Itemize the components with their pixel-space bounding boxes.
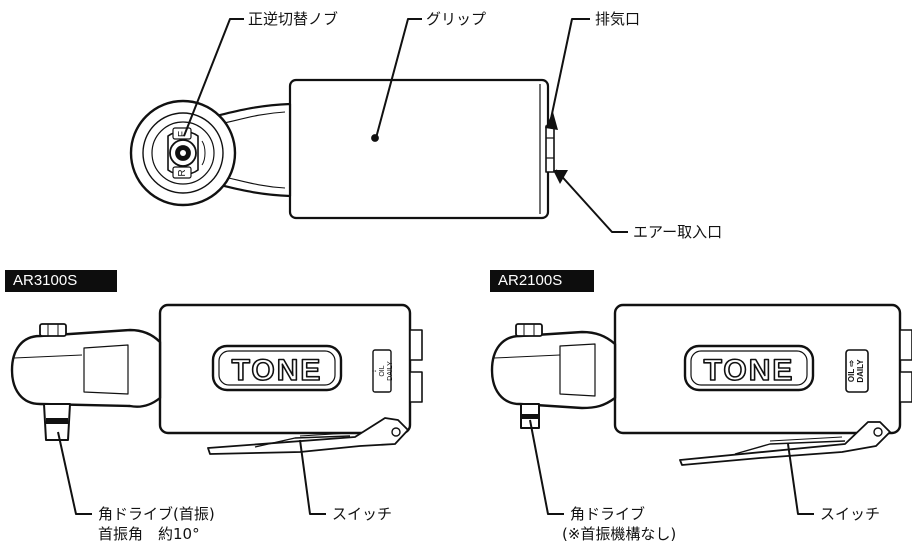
label-ar3100s-square-drive: 角ドライブ(首振) — [98, 505, 215, 523]
label-ar2100s-switch: スイッチ — [820, 505, 881, 523]
ar2100s-daily-text: DAILY — [856, 359, 865, 383]
ar2100s-drawing: TONE OIL ⇨ DAILY — [490, 303, 912, 466]
label-ar2100s-square-drive: 角ドライブ — [570, 505, 646, 523]
ar3100s-leader-lines — [57, 431, 326, 515]
ar2100s-brand-logo: TONE — [704, 354, 795, 387]
ar3100s-brand-logo: TONE — [232, 354, 323, 387]
ar3100s-oil-arrow: ↓ — [371, 369, 378, 373]
top-grip-body — [288, 78, 550, 220]
knob-letter-reverse: R — [177, 169, 188, 176]
model-badge-ar2100s: AR2100S — [490, 270, 594, 292]
ar2100s-leader-lines — [529, 419, 814, 515]
top-exhaust-fitting — [545, 125, 555, 173]
ar3100s-head — [10, 328, 162, 408]
ar2100s-head — [490, 330, 617, 410]
label-grip: グリップ — [426, 10, 487, 28]
ar3100s-daily-text: DAILY — [387, 361, 394, 381]
top-tool-drawing: F R — [129, 78, 555, 220]
ar3100s-drawing: TONE ↓ OIL DAILY — [10, 303, 423, 455]
ar3100s-switch-lever — [207, 417, 409, 455]
label-ar3100s-switch: スイッチ — [332, 505, 393, 523]
label-ar3100s-swivel-angle: 首振角 約10° — [98, 525, 200, 543]
top-leader-lines — [183, 18, 628, 233]
ar3100s-oil-text: OIL — [379, 365, 386, 376]
label-ar2100s-no-swivel: (※首振機構なし) — [562, 525, 677, 543]
label-air-inlet: エアー取入口 — [633, 223, 723, 241]
ar2100s-oil-text: OIL ⇨ — [847, 360, 856, 382]
model-badge-ar3100s: AR3100S — [5, 270, 117, 292]
label-forward-reverse-knob: 正逆切替ノブ — [248, 10, 339, 28]
ar2100s-switch-lever — [679, 421, 891, 466]
knob-letter-forward: F — [177, 131, 188, 137]
label-exhaust-port: 排気口 — [595, 10, 641, 28]
